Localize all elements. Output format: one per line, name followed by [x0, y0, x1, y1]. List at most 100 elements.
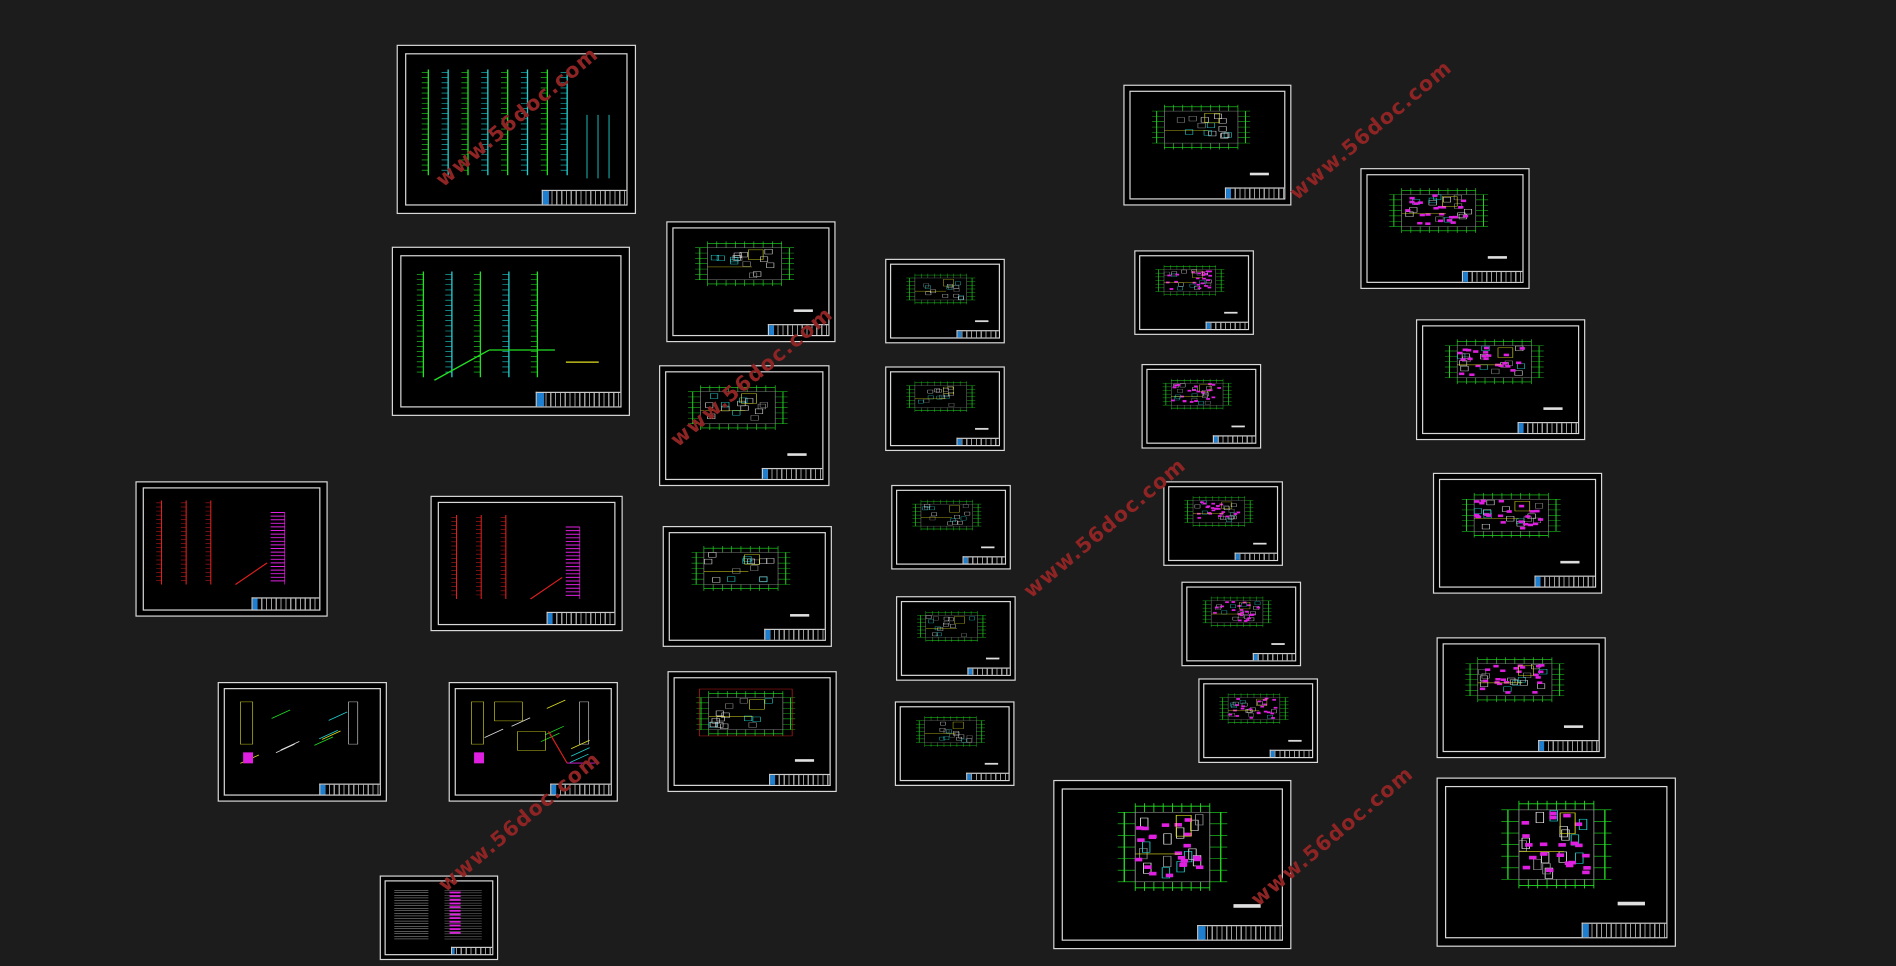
sheet-frame — [672, 227, 830, 337]
drawing-sheet[interactable] — [135, 481, 328, 617]
sheet-frame — [1439, 478, 1596, 588]
sheet-frame — [1138, 254, 1250, 331]
logo-icon — [1536, 576, 1541, 587]
title-block — [967, 667, 1010, 676]
logo-icon — [451, 947, 455, 955]
drawing-sheet[interactable] — [396, 44, 637, 215]
drawing-sheet[interactable] — [896, 596, 1016, 681]
sheet-drawing — [1155, 264, 1238, 314]
sheet-frame — [895, 489, 1007, 566]
sheet-drawing — [1202, 596, 1285, 645]
sheet-drawing — [240, 701, 359, 764]
sheet-drawing — [471, 699, 596, 764]
drawing-sheet[interactable] — [1360, 168, 1530, 289]
logo-icon — [762, 469, 768, 479]
sheet-drawing — [917, 610, 1000, 660]
drawing-sheet[interactable] — [379, 875, 499, 961]
drawing-sheet[interactable] — [1053, 779, 1292, 950]
logo-icon — [1236, 553, 1240, 561]
title-block — [956, 329, 999, 338]
drawing-sheet[interactable] — [448, 681, 618, 802]
logo-icon — [1198, 926, 1206, 941]
sheet-frame — [1366, 174, 1524, 284]
title-block — [1197, 925, 1282, 941]
drawing-sheet[interactable] — [1432, 472, 1603, 594]
logo-icon — [968, 668, 973, 676]
title-block — [550, 783, 611, 795]
drawing-sheet[interactable] — [1134, 250, 1254, 335]
sheet-frame — [1186, 586, 1297, 662]
sheet-drawing — [691, 545, 810, 617]
logo-icon — [1214, 436, 1218, 443]
title-block — [450, 946, 493, 955]
sheet-drawing — [1389, 188, 1508, 259]
drawing-sheet[interactable] — [662, 526, 832, 647]
drawing-sheet[interactable] — [1123, 84, 1292, 206]
title-block — [1205, 321, 1249, 330]
drawing-sheet[interactable] — [894, 701, 1015, 786]
drawing-sheet[interactable] — [1198, 678, 1319, 764]
sheet-drawing — [1117, 802, 1261, 908]
drawing-sheet[interactable] — [1141, 363, 1262, 449]
logo-icon — [1254, 653, 1258, 661]
logo-icon — [320, 785, 326, 795]
logo-icon — [957, 438, 962, 446]
logo-icon — [537, 393, 544, 407]
sheet-drawing — [906, 273, 989, 322]
drawing-sheet[interactable] — [1436, 777, 1676, 947]
title-block — [1224, 187, 1285, 199]
sheet-frame — [142, 487, 321, 611]
logo-icon — [765, 630, 771, 640]
logo-icon — [1519, 423, 1524, 434]
sheet-drawing — [688, 385, 807, 456]
sheet-drawing — [1465, 657, 1584, 728]
sheet-drawing — [1461, 492, 1580, 564]
sheet-drawing — [421, 68, 610, 178]
title-block — [1534, 575, 1595, 587]
sheet-frame — [900, 600, 1012, 677]
drawing-sheet[interactable] — [891, 484, 1011, 570]
drawing-sheet[interactable] — [1436, 637, 1606, 759]
sheet-frame — [668, 531, 826, 641]
sheet-frame — [223, 687, 381, 796]
drawing-sheet[interactable] — [391, 246, 630, 416]
sheet-frame — [1422, 325, 1580, 435]
sheet-drawing — [1445, 339, 1563, 410]
drawing-sheet[interactable] — [667, 671, 837, 793]
sheet-drawing — [1162, 378, 1245, 427]
sheet-drawing — [695, 241, 814, 312]
drawing-sheet[interactable] — [217, 681, 387, 802]
sheet-frame — [437, 502, 616, 625]
title-block — [768, 324, 829, 336]
sheet-frame — [1129, 90, 1286, 200]
title-block — [1581, 922, 1667, 938]
title-block — [319, 783, 380, 795]
title-block — [966, 772, 1009, 781]
drawing-sheet[interactable] — [885, 366, 1005, 452]
logo-icon — [1271, 750, 1275, 758]
drawing-sheet[interactable] — [430, 495, 623, 632]
sheet-frame — [1146, 368, 1257, 445]
title-block — [1269, 749, 1313, 758]
drawing-sheet[interactable] — [666, 221, 836, 343]
logo-icon — [252, 598, 259, 609]
drawing-sheet[interactable] — [885, 258, 1005, 344]
sheet-frame — [454, 687, 612, 796]
drawing-sheet[interactable] — [1415, 319, 1586, 441]
title-block — [251, 596, 320, 609]
title-block — [962, 556, 1005, 564]
sheet-frame — [899, 705, 1010, 782]
title-block — [1538, 740, 1599, 752]
title-block — [1234, 552, 1278, 561]
drawing-sheet[interactable] — [1181, 581, 1302, 667]
drawing-sheet[interactable] — [1163, 481, 1283, 566]
drawing-sheet[interactable] — [659, 365, 830, 487]
title-block — [764, 628, 825, 640]
sheet-frame — [404, 52, 628, 207]
sheet-frame — [1442, 643, 1600, 753]
logo-icon — [1225, 188, 1231, 199]
logo-icon — [542, 191, 550, 205]
title-block — [761, 468, 823, 479]
logo-icon — [551, 785, 557, 795]
